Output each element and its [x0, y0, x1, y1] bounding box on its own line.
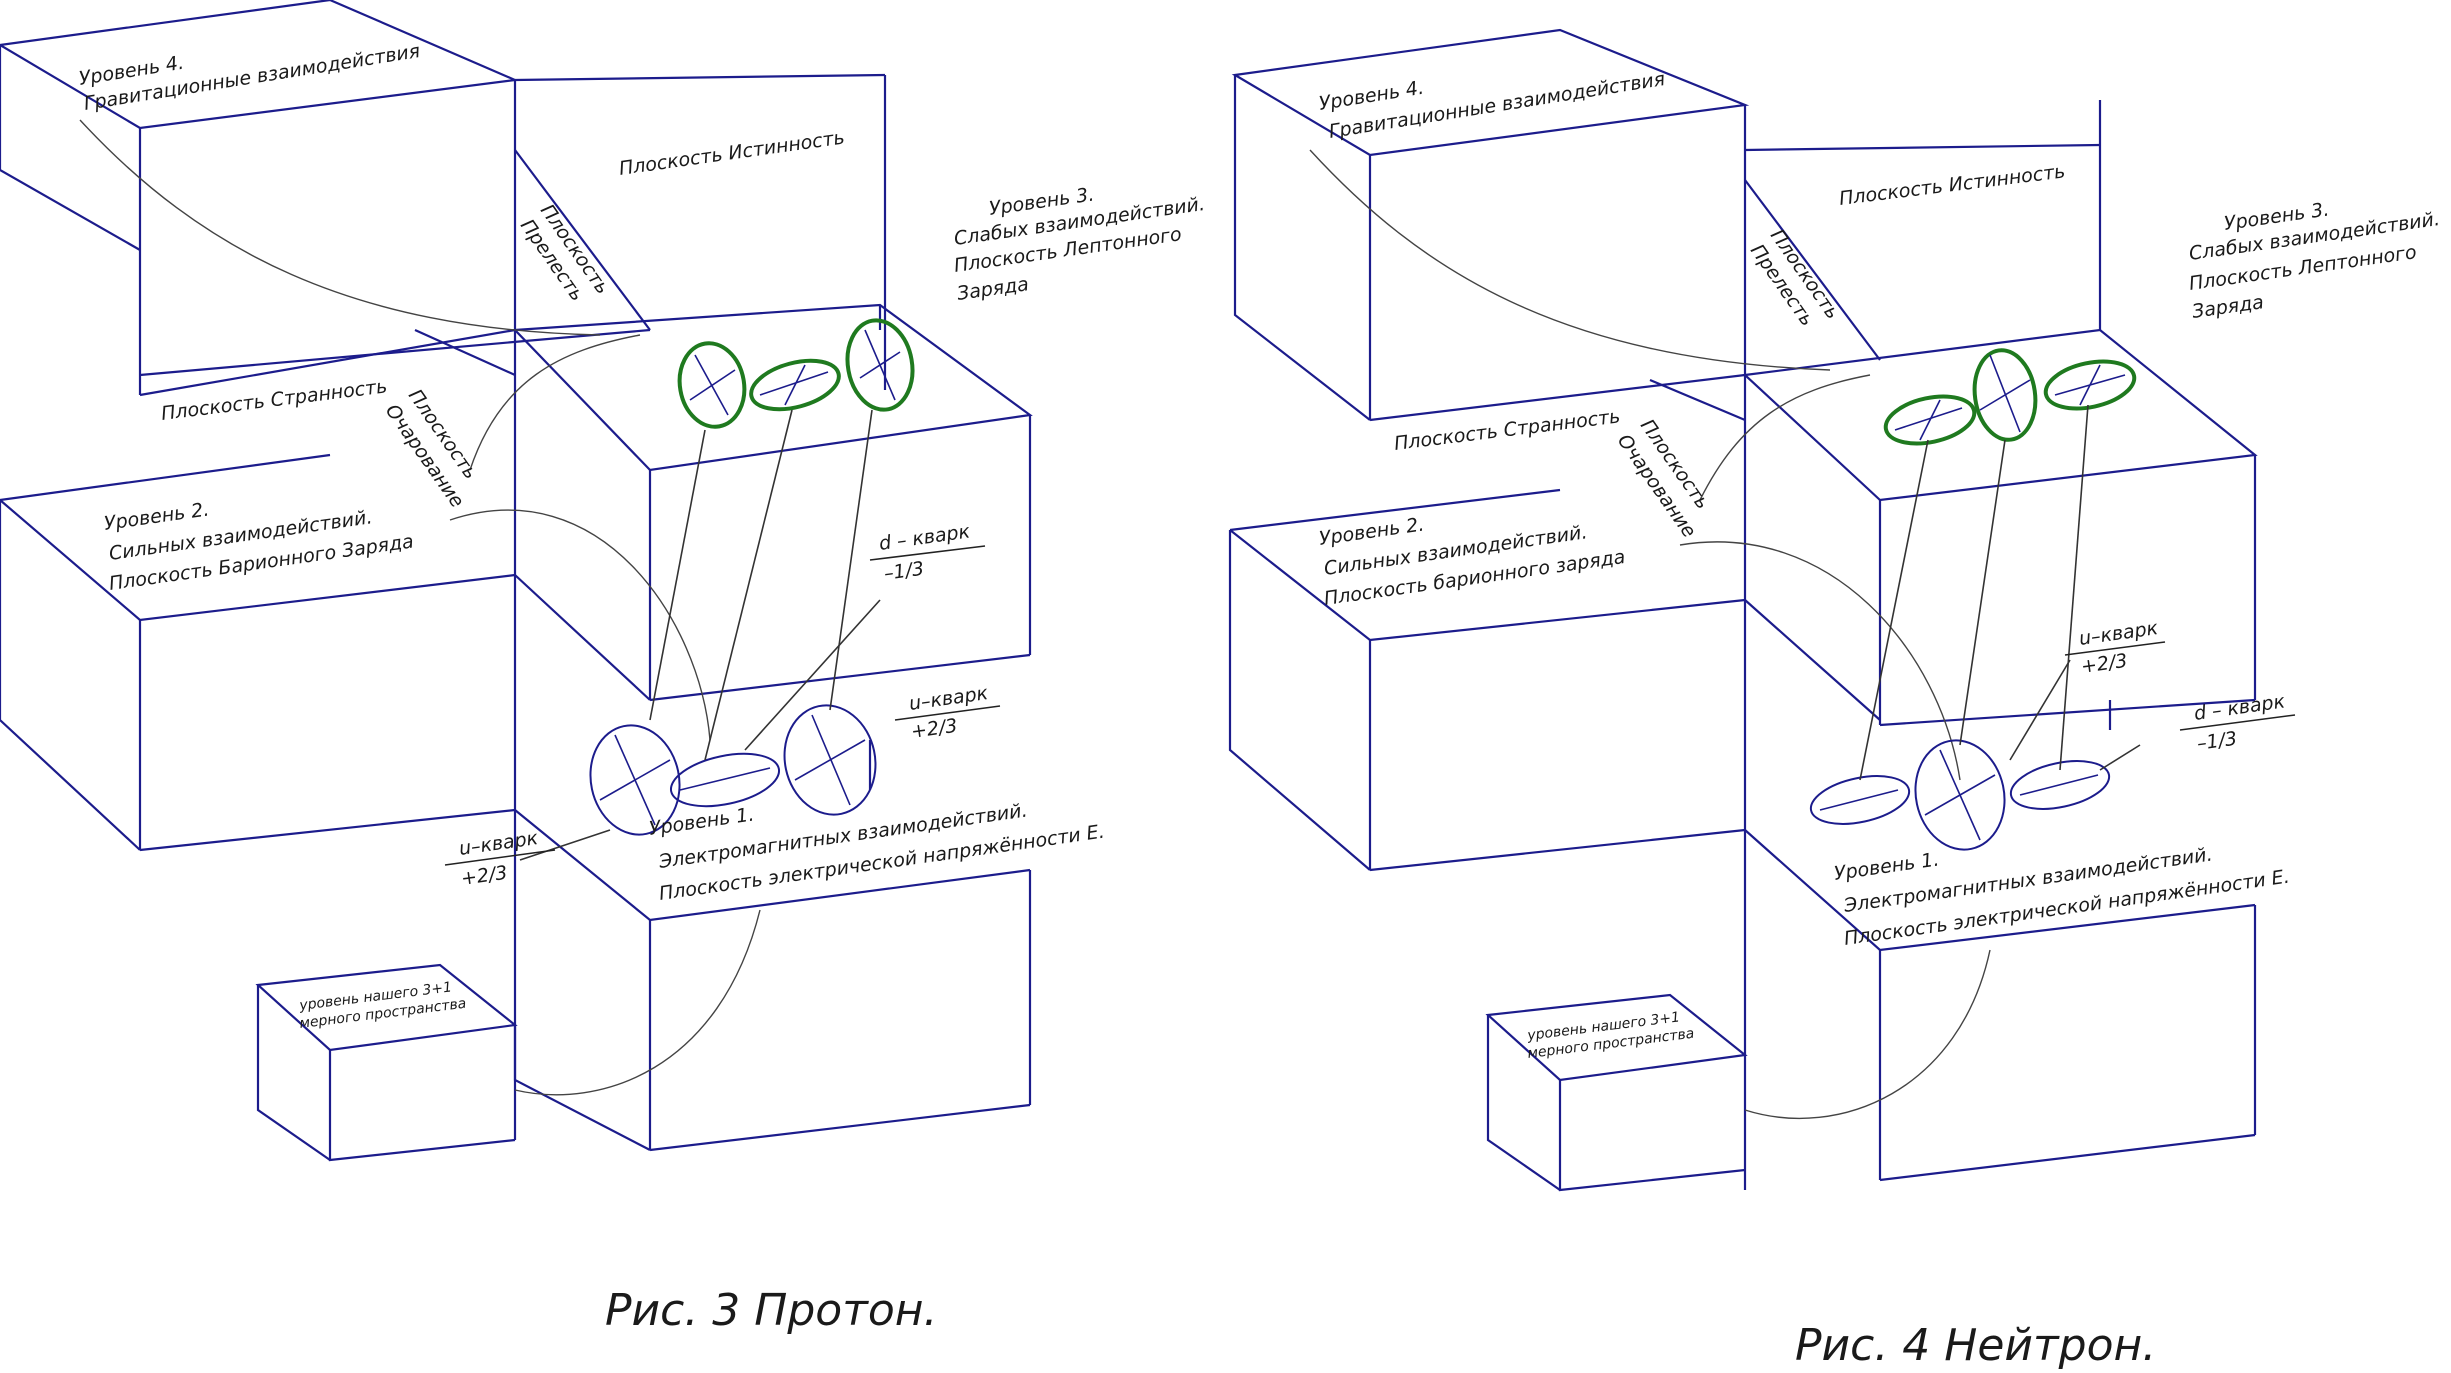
- quark-c-name: u–кварк: [458, 827, 540, 860]
- space-box: [255, 963, 518, 1162]
- lepton-ellipses-2: [1883, 348, 2137, 446]
- plane-truth-label-2: Плоскость Истинность: [1838, 160, 2067, 210]
- level3-line4: Заряда: [956, 273, 1030, 305]
- plane-strangeness-label: Плоскость Странность: [160, 375, 389, 425]
- level1-title-2: Уровень 1.: [1833, 848, 1941, 885]
- quark-b-charge-2: –1/3: [2196, 728, 2239, 755]
- lepton-ellipses: [677, 318, 915, 429]
- level3-box: [512, 303, 1033, 702]
- quark-b-name: u–кварк: [908, 682, 990, 715]
- caption-neutron: Рис. 4 Нейтрон.: [1795, 1320, 2156, 1371]
- figure-proton: Уровень 4. Гравитационные взаимодействия…: [0, 0, 1206, 1336]
- plane-truth-label: Плоскость Истинность: [618, 126, 846, 179]
- figure-neutron: Уровень 4. Гравитационные взаимодействия…: [1228, 28, 2441, 1371]
- level2-title: Уровень 2.: [103, 498, 211, 535]
- quark-b-charge: +2/3: [910, 715, 959, 743]
- projection-arrows-2: [1859, 404, 2141, 781]
- quark-c-charge: +2/3: [460, 862, 509, 890]
- level4-box: [0, 0, 887, 395]
- space-box-2: [1485, 993, 1748, 1192]
- level4-box-2: [1231, 28, 2102, 421]
- level1-box: [513, 740, 1032, 1152]
- caption-proton: Рис. 3 Протон.: [605, 1285, 938, 1336]
- central-planes: [139, 149, 651, 855]
- level3-box-2: [1742, 328, 2258, 727]
- connector-curves-2: [1309, 149, 1991, 1120]
- central-planes-2: [1369, 179, 1881, 1190]
- quark-a-charge-2: +2/3: [2080, 650, 2129, 678]
- level1-title: Уровень 1.: [648, 803, 756, 840]
- quark-b-name-2: d – кварк: [2193, 690, 2287, 725]
- level2-title-2: Уровень 2.: [1318, 513, 1426, 550]
- level1-box-2: [1744, 700, 2257, 1182]
- quark-ellipses-2: [1809, 739, 2111, 851]
- quark-ellipses: [589, 704, 877, 836]
- level2-box: [0, 453, 651, 852]
- connector-curves: [79, 119, 761, 1096]
- projection-arrows: [519, 409, 881, 861]
- quark-a-charge: –1/3: [883, 558, 926, 585]
- level2-box-2: [1228, 488, 1881, 872]
- level3-line4-2: Заряда: [2191, 291, 2265, 323]
